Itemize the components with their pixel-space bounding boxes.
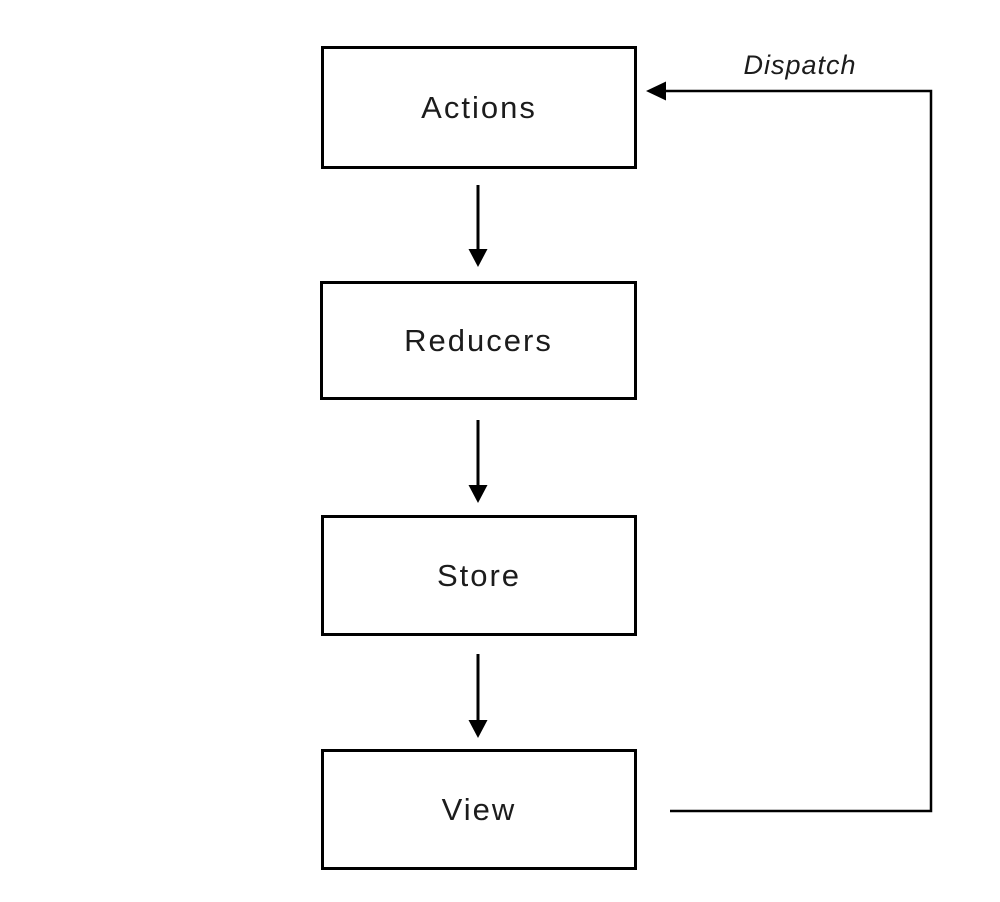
arrowhead-down-icon xyxy=(468,720,488,738)
edge-reducers-to-store xyxy=(468,420,488,503)
arrowhead-down-icon xyxy=(468,249,488,267)
node-view-label: View xyxy=(441,791,517,827)
node-store: Store xyxy=(321,515,637,636)
node-store-label: Store xyxy=(436,557,522,593)
arrowhead-left-icon xyxy=(646,81,666,101)
edge-store-to-view xyxy=(468,654,488,738)
node-reducers-label: Reducers xyxy=(404,322,553,358)
dispatch-edge-label: Dispatch xyxy=(743,50,857,80)
arrowhead-down-icon xyxy=(468,485,488,503)
node-reducers: Reducers xyxy=(320,281,637,400)
node-actions-label: Actions xyxy=(421,89,537,125)
node-actions: Actions xyxy=(321,46,637,169)
edge-actions-to-reducers xyxy=(468,185,488,267)
node-view: View xyxy=(321,749,637,870)
edge-view-to-actions-dispatch xyxy=(646,81,933,813)
